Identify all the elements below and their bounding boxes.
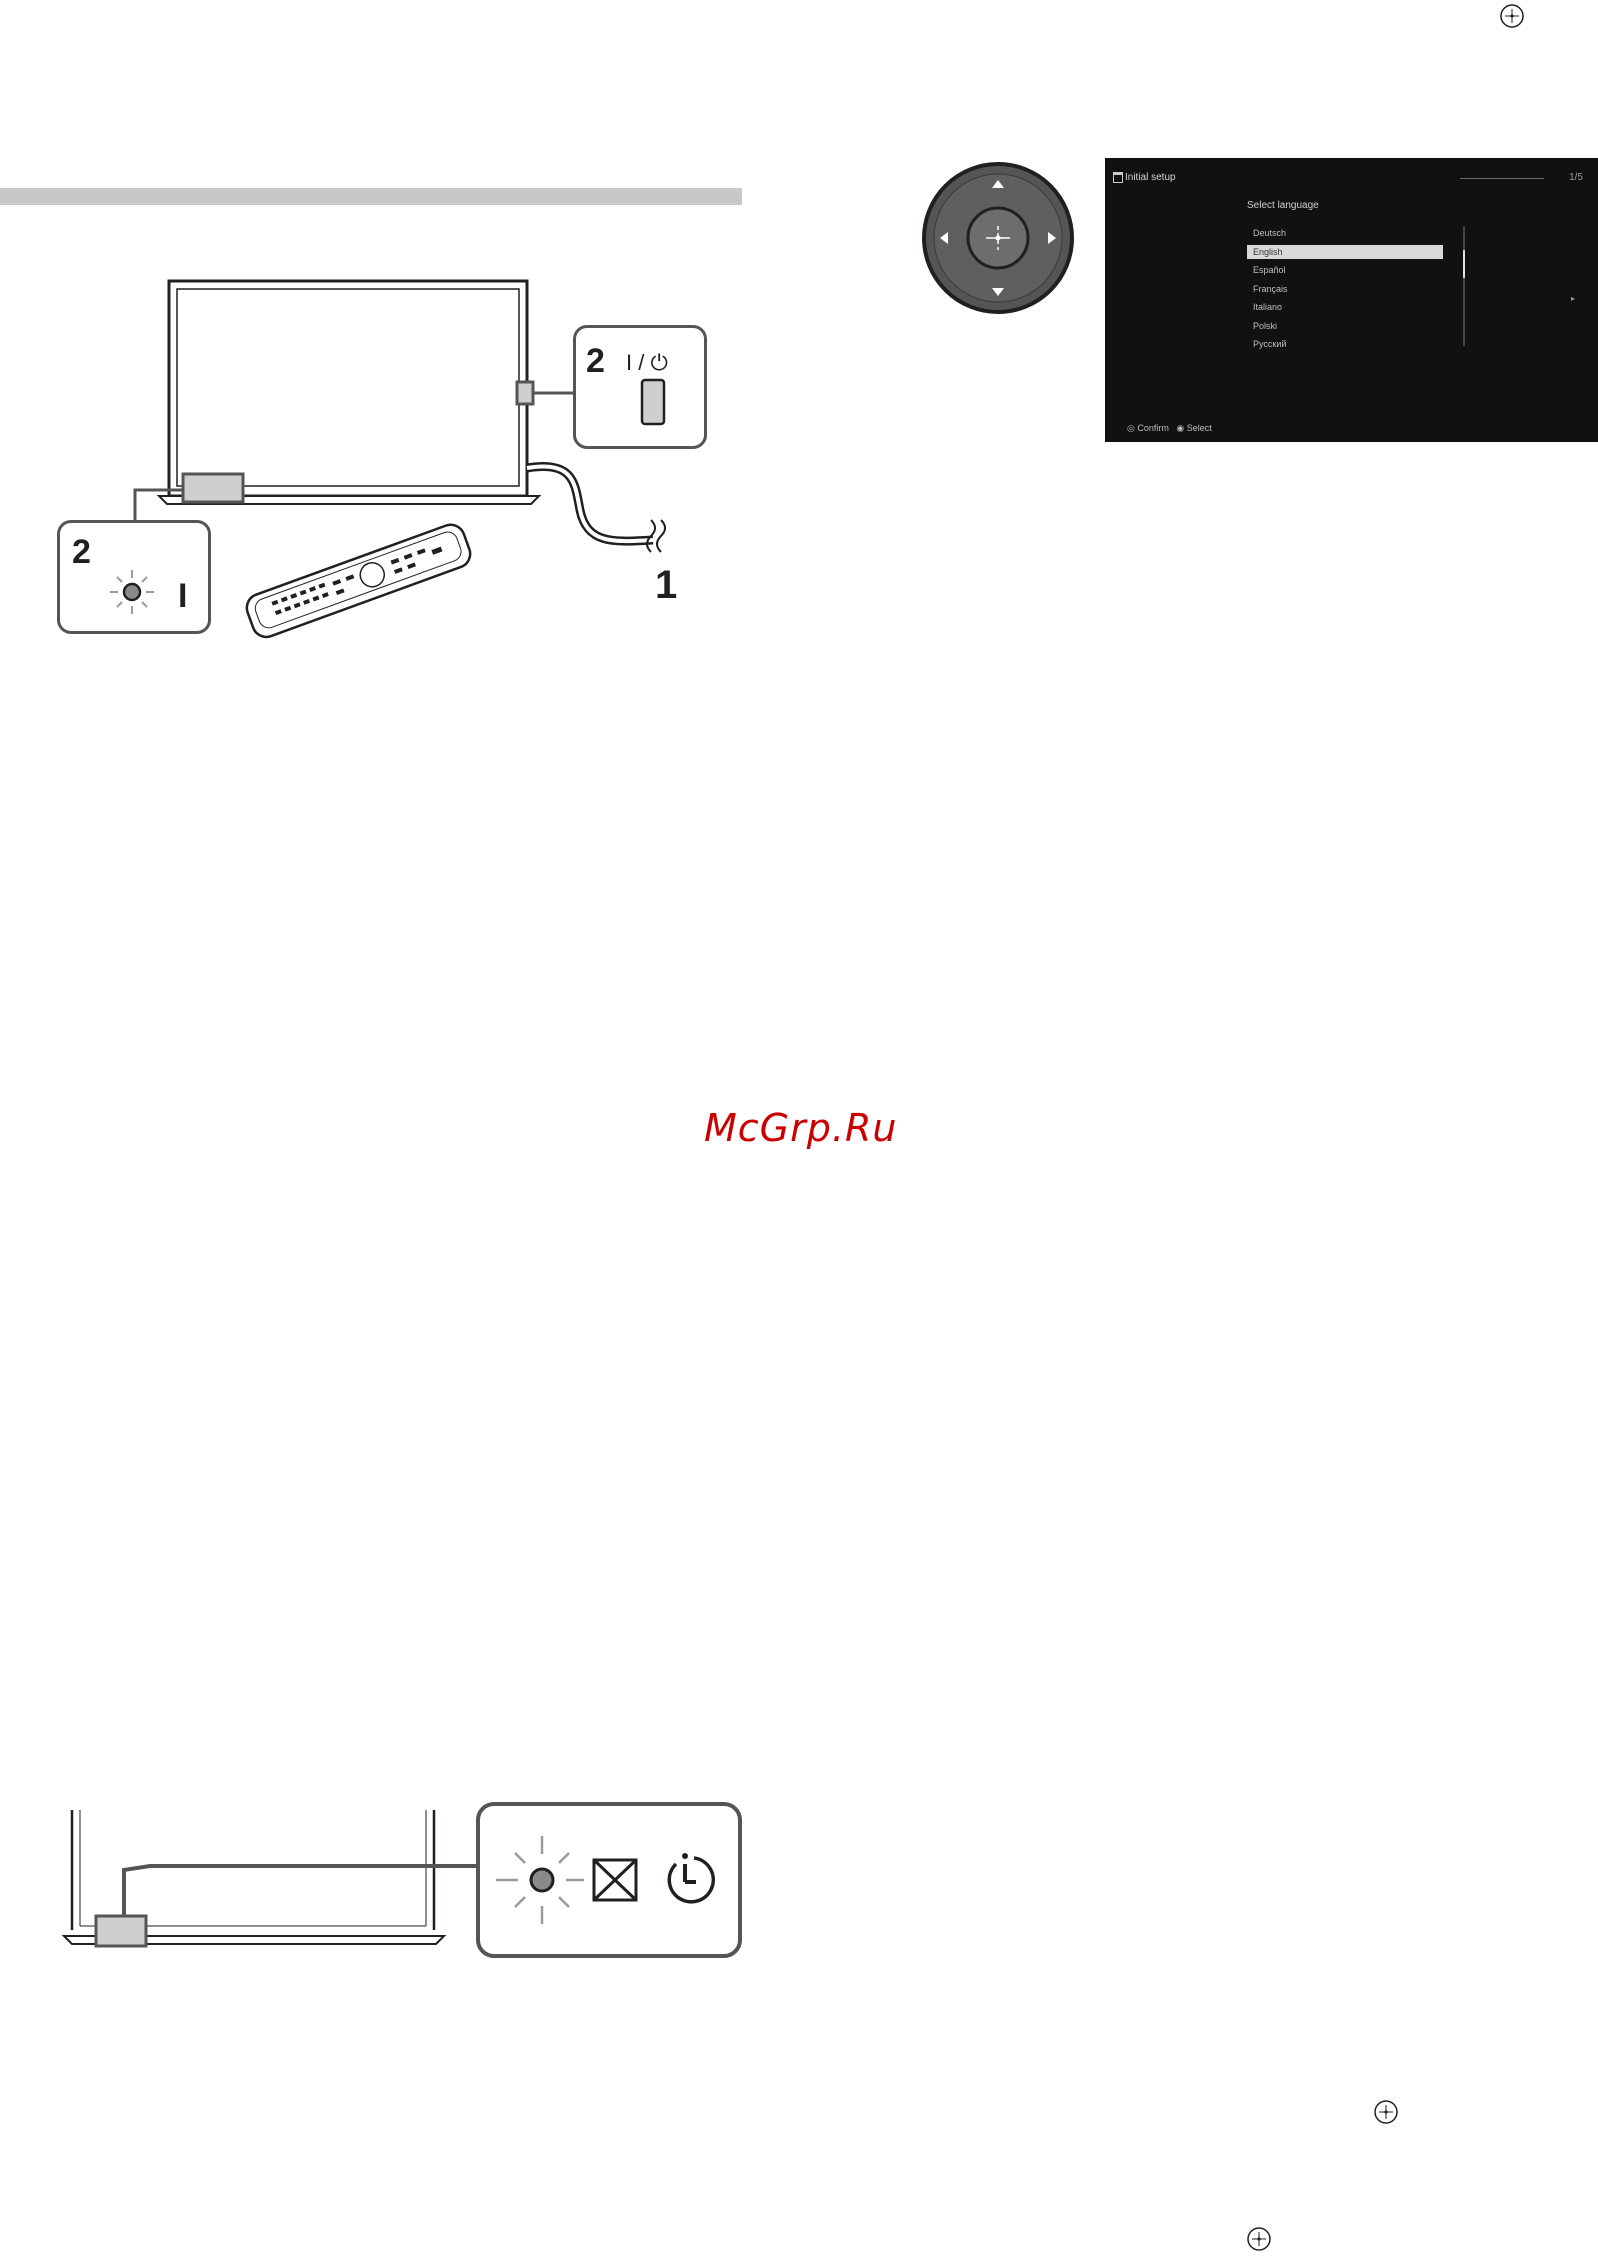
- indicator-step-number: 2: [72, 533, 91, 571]
- enter-button-icon: [1245, 2225, 1273, 2253]
- language-option[interactable]: English: [1247, 245, 1443, 259]
- setup-progress-bar: [1460, 178, 1544, 179]
- language-option[interactable]: Deutsch: [1253, 226, 1443, 240]
- timer-icon: [669, 1853, 713, 1902]
- scroll-right-icon: ▸: [1571, 294, 1575, 303]
- initial-setup-screen: Initial setup 1/5 Select language Deutsc…: [1105, 158, 1598, 442]
- scrollbar-track[interactable]: [1463, 226, 1465, 346]
- osd-footer-confirm: Confirm: [1137, 423, 1169, 433]
- power-button-callout: 2 I / ⏻: [573, 325, 707, 449]
- home-icon: [1113, 172, 1123, 183]
- section-divider-bar: [0, 188, 742, 205]
- select-button-icon: ◉: [1176, 423, 1184, 433]
- confirm-button-icon: ◎: [1127, 423, 1135, 433]
- remote-dpad-diagram: [920, 160, 1076, 316]
- picture-off-icon: [594, 1860, 636, 1900]
- blinking-led-icon: [496, 1836, 584, 1924]
- indicator-callout: 2 I: [57, 520, 211, 634]
- power-step-number: 2: [586, 342, 605, 380]
- osd-step-counter: 1/5: [1569, 172, 1583, 183]
- blinking-led-icon: [110, 570, 154, 614]
- osd-footer-select: Select: [1187, 423, 1212, 433]
- scrollbar-thumb[interactable]: [1463, 250, 1465, 278]
- osd-footer: ◎ Confirm ◉ Select: [1127, 423, 1212, 434]
- power-button-icon: [642, 380, 664, 424]
- language-option[interactable]: Italiano: [1253, 300, 1443, 314]
- indicator-symbols-callout: [476, 1802, 742, 1958]
- enter-button-icon: [1372, 2098, 1400, 2126]
- osd-title: Initial setup: [1125, 172, 1176, 183]
- enter-button-icon: [1498, 2, 1526, 30]
- language-option[interactable]: Русский: [1253, 337, 1443, 351]
- language-option[interactable]: Español: [1253, 263, 1443, 277]
- language-option[interactable]: Polski: [1253, 319, 1443, 333]
- watermark: McGrp.Ru: [704, 1106, 897, 1150]
- power-symbol-label: I / ⏻: [626, 350, 668, 375]
- osd-heading: Select language: [1247, 200, 1319, 211]
- language-option[interactable]: Français: [1253, 282, 1443, 296]
- on-indicator-symbol: I: [178, 577, 187, 615]
- cable-step-number: 1: [655, 563, 677, 607]
